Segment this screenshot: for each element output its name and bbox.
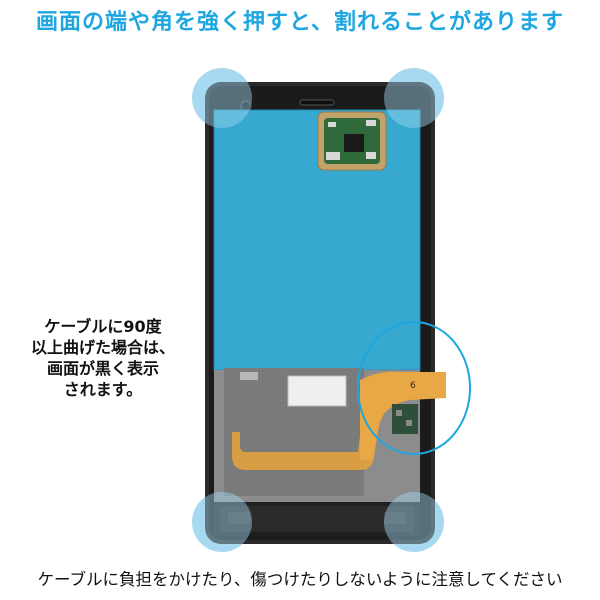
screen-back-panel xyxy=(214,110,420,370)
side-note-line: されます。 xyxy=(63,380,143,399)
cable-callout-circle xyxy=(357,321,471,455)
side-note-line: 画面が黒く表示 xyxy=(46,359,159,378)
headline-warning: 画面の端や角を強く押すと、割れることがあります xyxy=(35,10,565,35)
earpiece-slot xyxy=(299,99,335,106)
label-white xyxy=(287,375,347,407)
footer-caution: ケーブルに負担をかけたり、傷つけたりしないように注意してください xyxy=(37,570,563,589)
svg-text:6: 6 xyxy=(410,381,416,391)
cable-bend-warning: ケーブルに90度 以上曲げた場合は、 画面が黒く表示 されます。 xyxy=(18,316,188,400)
side-note-line: 以上曲げた場合は、 xyxy=(30,338,175,357)
side-note-line: ケーブルに90度 xyxy=(44,317,162,336)
